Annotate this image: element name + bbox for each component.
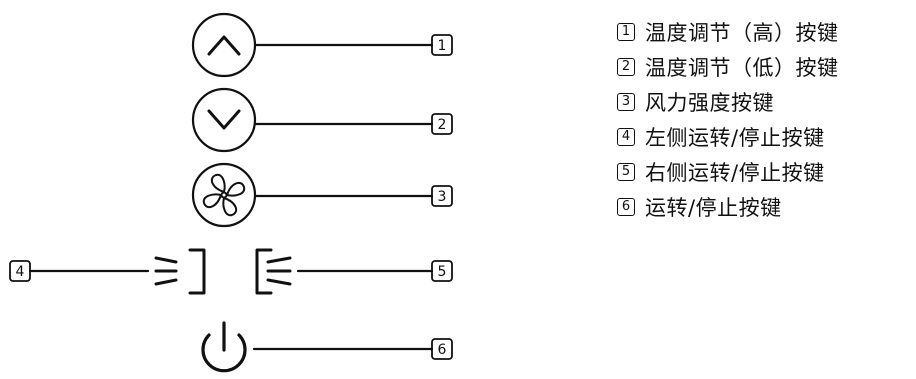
callout-number-1: 1 xyxy=(438,38,447,54)
callout-marker-6: 6 xyxy=(431,338,453,360)
callout-number-3: 3 xyxy=(438,189,447,205)
legend-number: 5 xyxy=(617,162,635,181)
legend-item: 3 风力强度按键 xyxy=(617,84,913,119)
callout-marker-5: 5 xyxy=(431,260,453,282)
button-panel-diagram: 1 2 3 4 xyxy=(9,12,453,373)
fan-icon xyxy=(202,173,246,217)
legend-item: 4 左侧运转/停止按键 xyxy=(617,119,913,154)
callout-number-5: 5 xyxy=(438,264,447,280)
legend-label: 运转/停止按键 xyxy=(645,195,782,220)
legend-label: 右侧运转/停止按键 xyxy=(645,160,825,185)
legend: 1 温度调节（高）按键 2 温度调节（低）按键 3 风力强度按键 4 左侧运转/… xyxy=(617,14,913,224)
callout-marker-4: 4 xyxy=(9,260,31,282)
legend-label: 风力强度按键 xyxy=(645,90,774,115)
legend-number: 4 xyxy=(617,127,635,146)
callout-number-4: 4 xyxy=(16,264,25,280)
legend-item: 2 温度调节（低）按键 xyxy=(617,49,913,84)
callout-number-2: 2 xyxy=(438,117,447,133)
callout-marker-2: 2 xyxy=(431,113,453,135)
fan-speed-button[interactable] xyxy=(191,162,257,228)
legend-item: 6 运转/停止按键 xyxy=(617,189,913,224)
legend-number: 1 xyxy=(617,22,635,41)
callout-marker-3: 3 xyxy=(431,185,453,207)
right-airflow-button[interactable] xyxy=(255,248,292,295)
left-airflow-icon xyxy=(154,248,206,295)
callout-marker-1: 1 xyxy=(431,34,453,56)
temp-up-button[interactable] xyxy=(191,12,257,78)
legend-label: 温度调节（高）按键 xyxy=(645,20,839,45)
legend-number: 3 xyxy=(617,92,635,111)
left-airflow-button[interactable] xyxy=(154,248,206,295)
chevron-down-icon xyxy=(207,109,241,130)
legend-item: 1 温度调节（高）按键 xyxy=(617,14,913,49)
power-button[interactable] xyxy=(201,321,247,373)
temp-down-button[interactable] xyxy=(191,87,257,153)
legend-item: 5 右侧运转/停止按键 xyxy=(617,154,913,189)
legend-number: 6 xyxy=(617,197,635,216)
callout-number-6: 6 xyxy=(438,342,447,358)
legend-label: 温度调节（低）按键 xyxy=(645,55,839,80)
right-airflow-icon xyxy=(255,248,292,295)
chevron-up-icon xyxy=(207,35,241,56)
legend-label: 左侧运转/停止按键 xyxy=(645,125,825,150)
power-icon xyxy=(201,321,247,373)
legend-number: 2 xyxy=(617,57,635,76)
